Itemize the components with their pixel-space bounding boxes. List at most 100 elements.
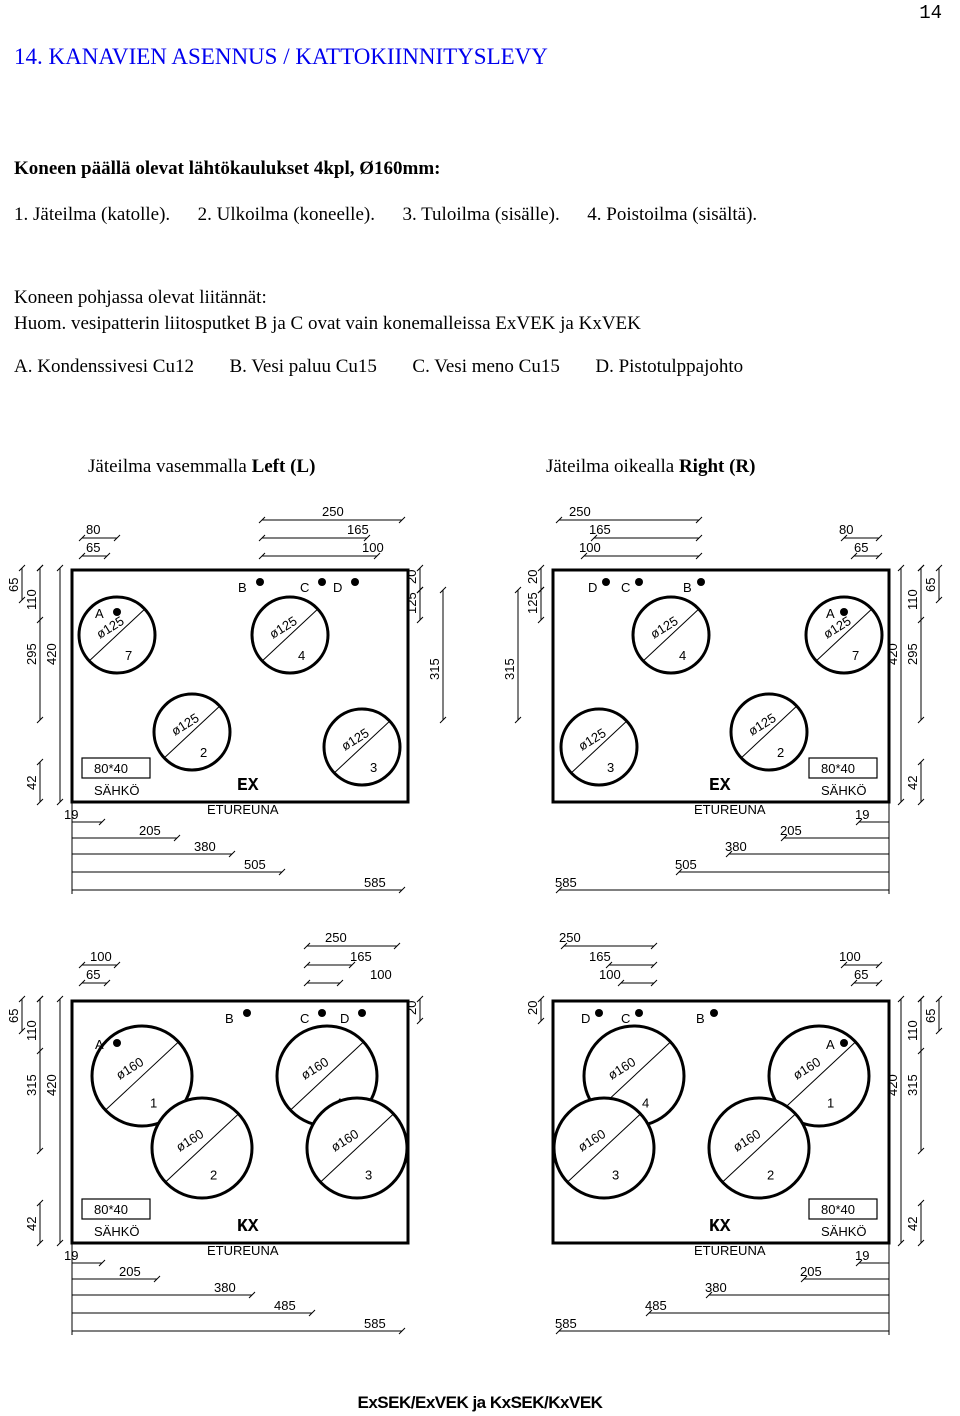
dimension-tick [18,1027,26,1035]
electric-label: SÄHKÖ [821,1224,867,1239]
page-number: 14 [919,2,942,24]
dimension-label: 100 [370,967,392,982]
dimension-tick [78,961,86,969]
dimension-tick [537,616,545,624]
dimension-tick [537,586,545,594]
dimension-label: 295 [24,643,39,665]
dimension-label: 250 [569,504,591,519]
collar-item-3: 3. Tuloilma (sisälle). [402,204,560,225]
dimension-tick [590,534,598,542]
dimension-label: 19 [855,807,869,822]
left-column-title: Jäteilma vasemmalla Left (L) [88,456,316,477]
diameter-line [740,705,798,759]
dimension-tick [439,716,447,724]
dimension-tick [56,564,64,572]
dimension-label: 165 [589,949,611,964]
dimension-tick [705,1291,713,1299]
dimension-tick [416,616,424,624]
footer-models: ExSEK/ExVEK ja KxSEK/KxVEK [357,1393,603,1412]
connection-point [351,578,359,586]
dimension-label: 205 [800,1264,822,1279]
dimension-tick [917,758,925,766]
dimension-label: 165 [347,522,369,537]
dimension-label: 100 [579,540,601,555]
dimension-tick [348,961,356,969]
dimension-tick [917,1239,925,1247]
connection-point [113,1039,121,1047]
connection-label: B [696,1011,705,1026]
dimension-tick [78,534,86,542]
connection-label: A [95,606,104,621]
dimension-label: 110 [905,1020,920,1041]
electric-box-size: 80*40 [821,761,855,776]
page-heading: 14. KANAVIEN ASENNUS / KATTOKIINNITYSLEV… [14,44,548,69]
dimension-tick [935,995,943,1003]
dimension-label: 585 [555,875,577,890]
dimension-tick [695,552,703,560]
dimension-tick [514,586,522,594]
dimension-tick [416,1017,424,1025]
connection-label: B [225,1011,234,1026]
dimension-label: 585 [364,1316,386,1331]
dimension-label: 110 [24,1020,39,1041]
model-label: KX [237,1217,259,1237]
dimension-label: 165 [589,522,611,537]
diameter-line [566,1112,642,1184]
hole-number-label: 3 [365,1168,372,1183]
connection-point [840,608,848,616]
dimension-label: 19 [855,1248,869,1263]
connection-label: A [826,606,835,621]
dimension-label: 165 [350,949,372,964]
connection-item-b: B. Vesi paluu Cu15 [229,356,377,377]
electric-box [81,1198,151,1220]
dimension-tick [800,1275,808,1283]
dimension-label: 250 [559,930,581,945]
electric-box [808,1198,878,1220]
dimension-tick [725,850,733,858]
dimension-label: 110 [24,589,39,610]
dimension-tick [897,564,905,572]
dimension-tick [917,1199,925,1207]
connection-point [635,578,643,586]
dimension-tick [36,798,44,806]
dimension-tick [398,516,406,524]
dimension-label: 505 [675,857,697,872]
dimension-label: 315 [905,1074,920,1096]
diameter-line [570,720,628,774]
electric-box-size: 80*40 [94,761,128,776]
collars-title: Koneen päällä olevat lähtökaulukset 4kpl… [14,158,441,179]
collar-item-4: 4. Poistoilma (sisältä). [587,204,758,225]
connection-point [710,1009,718,1017]
diameter-line [642,608,700,662]
dimension-tick [514,716,522,724]
dimension-tick [36,1047,44,1055]
dimension-tick [56,995,64,1003]
hole-number-label: 4 [298,648,305,663]
hole-number-label: 3 [612,1168,619,1183]
dimension-tick [875,979,883,987]
dimension-tick [935,564,943,572]
front-edge-label: ETUREUNA [694,1243,766,1258]
dimension-tick [605,961,613,969]
dimension-label: 65 [854,967,868,982]
dimension-tick [695,516,703,524]
mounting-plate-outline [70,568,410,804]
dimension-tick [840,961,848,969]
dimension-tick [303,979,311,987]
dimension-label: 65 [923,578,938,592]
dimension-tick [36,1147,44,1155]
dimension-tick [537,1017,545,1025]
electric-box [81,757,151,779]
hole-number-label: 1 [150,1096,157,1111]
dimension-tick [617,979,625,987]
hole-number-label: 2 [210,1168,217,1183]
dimension-tick [855,1259,863,1267]
dimension-tick [650,942,658,950]
dimension-tick [555,886,563,894]
dimension-label: 100 [839,949,861,964]
dimension-tick [917,995,925,1003]
dimension-tick [393,942,401,950]
dimension-tick [113,534,121,542]
electric-box-size: 80*40 [821,1202,855,1217]
dimension-label: 80 [86,522,100,537]
